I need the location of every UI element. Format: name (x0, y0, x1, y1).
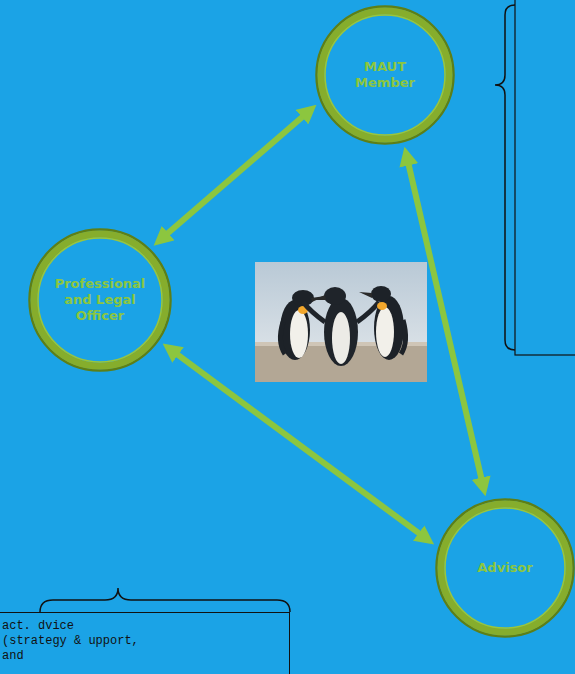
curly-brace (40, 588, 290, 612)
text-group: MAUT Member (349, 59, 421, 91)
role-circle: Advisor (435, 498, 575, 638)
text-box: act. dvice (strategy & upport, and (0, 612, 290, 674)
callout-frame (515, 0, 575, 355)
text-group: Advisor (457, 560, 553, 576)
role-label: MAUT Member (349, 59, 421, 91)
role-label: Professional and Legal Officer (50, 276, 150, 324)
role-circle: Professional and Legal Officer (28, 228, 172, 372)
role-circle: MAUT Member (315, 5, 455, 145)
text-group: act. dvice (strategy & upport, and (2, 619, 283, 664)
curly-brace (495, 5, 515, 350)
note-text: act. dvice (strategy & upport, and (2, 619, 142, 664)
penguin (303, 287, 379, 366)
text-group: Professional and Legal Officer (50, 276, 150, 324)
role-label: Advisor (457, 560, 553, 576)
penguin (280, 290, 325, 360)
penguin (359, 286, 406, 360)
double-arrow (159, 110, 310, 241)
